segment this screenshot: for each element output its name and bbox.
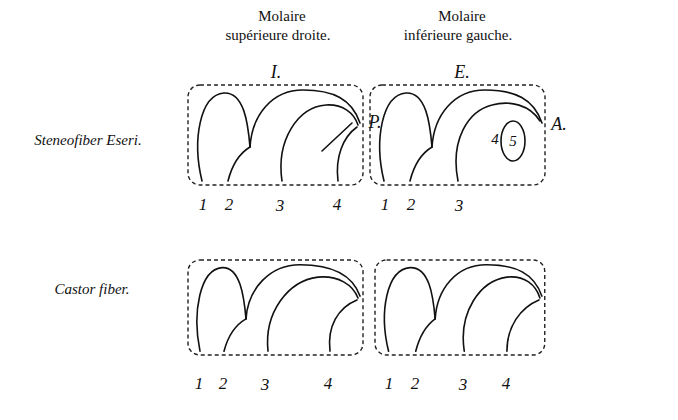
side-letter: E. [454,61,470,84]
side-letter: I. [271,61,282,84]
crown-outline [375,260,545,355]
side-letter: P. [368,111,381,134]
enamel-fold [416,319,435,351]
enamel-fold [463,277,540,351]
callout-number: 3 [276,195,285,216]
upper-molar-castor [188,260,363,355]
enamel-fold [380,93,432,181]
callout-number: 2 [407,194,416,215]
callout-number: 4 [502,373,511,394]
callout-number: 1 [199,194,208,215]
enamel-fold [246,265,360,319]
callout-number: 4 [491,130,499,149]
enamel-islet [501,121,525,161]
enamel-fold [224,319,246,351]
enamel-fold [198,93,250,181]
callout-number: 5 [509,132,517,151]
callout-number: 4 [333,194,342,215]
column-heading: Molaire supérieure droite. [225,7,332,45]
species-name: Castor fiber. [54,280,129,299]
enamel-fold [384,268,435,352]
callout-number: 2 [411,373,420,394]
callout-number: 4 [324,373,333,394]
callout-number: 3 [455,195,464,216]
enamel-fold [281,105,358,181]
side-letter: A. [551,113,567,136]
lower-molar-steneofiber [370,85,545,185]
callout-number: 1 [195,373,204,394]
enamel-fold [435,265,542,319]
upper-molar-steneofiber [188,85,363,185]
enamel-fold [507,300,539,351]
enamel-fold [410,147,432,181]
enamel-fold [456,103,540,181]
enamel-fold [250,90,360,147]
enamel-fold [197,268,246,352]
species-name: Steneofiber Eseri. [34,131,141,150]
callout-number: 3 [261,374,270,395]
callout-number: 2 [219,373,228,394]
callout-number: 2 [225,194,234,215]
callout-number: 3 [459,374,468,395]
enamel-fold [322,123,352,151]
enamel-fold [330,300,357,351]
enamel-fold [337,127,357,181]
enamel-fold [228,147,250,181]
lower-molar-castor [375,260,545,355]
column-heading: Molaire inférieure gauche. [403,7,514,45]
enamel-fold [268,277,358,351]
callout-number: 1 [381,194,390,215]
crown-outline [188,260,363,355]
callout-number: 1 [385,373,394,394]
crown-outline [188,85,363,185]
crown-outline [370,85,545,185]
